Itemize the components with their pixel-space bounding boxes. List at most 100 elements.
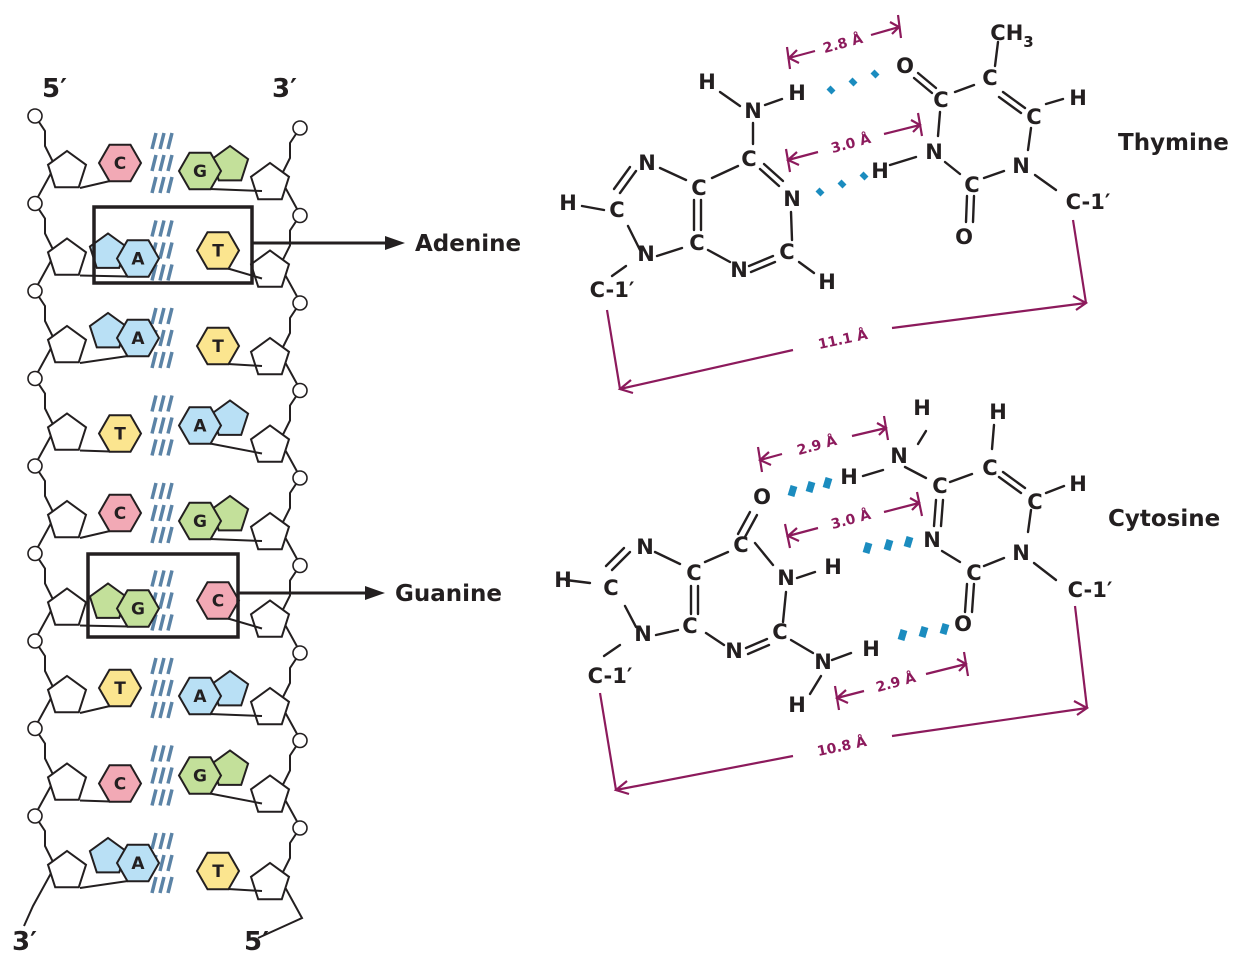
adenine-highlight-box [92, 205, 254, 285]
hydrogen-bond-mark [150, 701, 158, 719]
svg-text:H: H [818, 270, 836, 294]
base-letter: A [131, 250, 145, 270]
base-letter: C [114, 154, 126, 174]
svg-text:N: N [890, 444, 908, 468]
svg-text:H: H [824, 555, 842, 579]
glycosidic-bond [79, 799, 111, 803]
hydrogen-bond-mark [158, 701, 166, 719]
gc-distance-label-3: 2.9 Å [874, 669, 918, 696]
hydrogen-bond-mark [166, 329, 174, 347]
left-backbone [23, 108, 88, 927]
at-distance-3-0 [784, 112, 924, 173]
base-G: G [88, 582, 161, 628]
thymine-c1-label: C-1′ [1066, 190, 1111, 214]
svg-text:H: H [871, 159, 889, 183]
phosphate [27, 458, 43, 474]
svg-text:C: C [982, 66, 997, 90]
base-T: T [195, 326, 241, 366]
phosphate [27, 545, 43, 562]
phosphate [292, 557, 308, 574]
glycosidic-bond [79, 274, 129, 278]
cytosine-label: Cytosine [1108, 506, 1220, 532]
thymine-label: Thymine [1118, 130, 1229, 156]
phosphate [27, 720, 43, 737]
deoxyribose-sugar [46, 149, 88, 189]
hydrogen-bond-mark [158, 832, 166, 850]
base-C: C [97, 493, 143, 533]
phosphate [292, 820, 308, 836]
hydrogen-bond-mark [158, 242, 166, 259]
cytosine-c1-label: C-1′ [1068, 578, 1113, 602]
guanine-highlight-box [86, 552, 240, 639]
hydrogen-bond-mark [166, 854, 174, 872]
hydrogen-bond-mark [150, 526, 158, 544]
hydrogen-bond-mark [166, 876, 174, 894]
deoxyribose-sugar [249, 336, 291, 376]
glycosidic-bond [79, 449, 111, 453]
svg-text:C: C [966, 561, 981, 585]
cytosine-bonds [861, 423, 1066, 614]
svg-text:O: O [955, 225, 973, 249]
hydrogen-bond-mark [150, 745, 158, 762]
glycosidic-bond [209, 188, 263, 192]
hydrogen-bond-mark [150, 679, 158, 697]
base-letter: C [114, 775, 126, 795]
base-C: C [97, 764, 143, 803]
guanine-label: Guanine [395, 581, 502, 607]
hydrogen-bond-mark [150, 220, 158, 237]
hydrogen-bond-mark [158, 854, 166, 872]
hydrogen-bond-mark [150, 657, 158, 675]
hydrogen-bond-mark [166, 176, 174, 194]
glycosidic-bond [227, 888, 263, 892]
svg-text:H: H [788, 81, 806, 105]
svg-text:N: N [923, 528, 941, 552]
hydrogen-bond-mark [158, 132, 166, 150]
base-letter: G [193, 162, 207, 182]
deoxyribose-sugar [249, 424, 291, 463]
phosphate [27, 370, 43, 387]
deoxyribose-sugar [249, 599, 291, 638]
gc-distance-label-1: 2.9 Å [795, 432, 839, 459]
base-A: A [177, 399, 250, 445]
base-A: A [88, 232, 161, 278]
svg-text:N: N [725, 639, 743, 663]
phosphate [292, 470, 308, 486]
hydrogen-bond-mark [158, 307, 166, 325]
guanine-c1-label: C-1′ [588, 664, 633, 688]
svg-text:H: H [1069, 472, 1087, 496]
svg-text:H: H [840, 465, 858, 489]
hydrogen-bond-mark [158, 679, 166, 697]
svg-text:O: O [753, 485, 771, 509]
svg-text:C: C [932, 474, 947, 498]
hydrogen-bond-mark [166, 351, 174, 369]
adenine-c1-label: C-1′ [590, 278, 635, 302]
glycosidic-bond [79, 705, 111, 714]
at-c1-distance-label: 11.1 Å [817, 326, 870, 353]
base-letter: C [114, 504, 126, 524]
hydrogen-bond-mark [150, 789, 158, 806]
svg-text:H: H [989, 400, 1007, 424]
base-letter: T [212, 337, 224, 357]
hydrogen-bond-mark [150, 154, 158, 172]
svg-text:C: C [689, 231, 704, 255]
hydrogen-bond-mark [166, 832, 174, 850]
hydrogen-bond-mark [158, 482, 166, 500]
guanine-callout-arrow [238, 586, 385, 600]
base-C: C [195, 581, 241, 620]
base-letter: T [212, 242, 224, 262]
svg-text:C: C [772, 620, 787, 644]
base-letter: T [114, 679, 126, 699]
hydrogen-bond-mark [158, 395, 166, 412]
phosphate [292, 120, 308, 136]
gc-distance-2-9-top [756, 415, 890, 473]
phosphate [27, 108, 43, 124]
svg-text:C: C [933, 88, 948, 112]
hydrogen-bond-mark [150, 504, 158, 522]
svg-text:C: C [1026, 105, 1041, 129]
hydrogen-bond-mark [158, 351, 166, 369]
svg-text:N: N [925, 140, 943, 164]
